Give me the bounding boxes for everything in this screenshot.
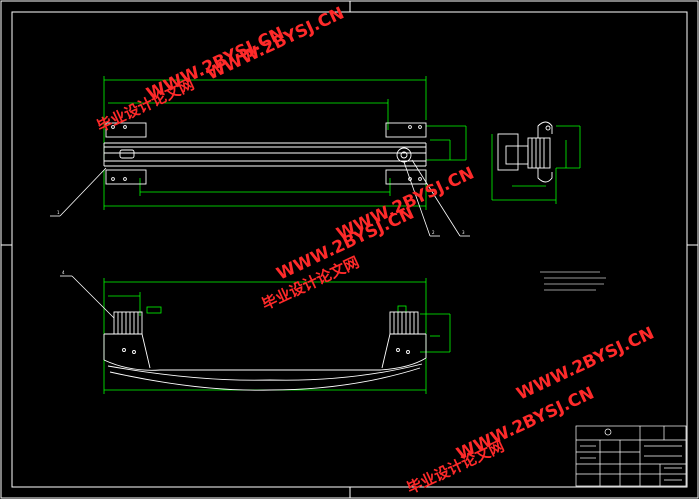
top-view-geometry (103, 122, 427, 185)
side-view (491, 121, 581, 204)
watermark-cn: 毕业设计论文网 (94, 75, 197, 136)
top-view-leaders (50, 159, 470, 237)
front-view-leader (60, 275, 115, 319)
balloon-2: 2 (432, 230, 435, 235)
technical-notes (540, 271, 606, 291)
title-block (575, 425, 687, 487)
side-view-dimensions (491, 125, 581, 204)
watermark-url: WWW.2BYSJ.CN (204, 3, 348, 84)
watermark-url: WWW.2BYSJ.CN (334, 163, 478, 244)
front-view-geometry (103, 311, 427, 391)
balloon-1: 1 (57, 210, 60, 215)
watermarks: WWW.2BYSJ.CN 毕业设计论文网 WWW.2BYSJ.CN WWW.2B… (94, 3, 657, 497)
front-view: 4 (60, 270, 451, 394)
balloon-4: 4 (62, 270, 65, 275)
top-view: 1 2 3 (50, 76, 470, 237)
balloon-3: 3 (462, 230, 465, 235)
side-view-geometry (497, 121, 553, 183)
